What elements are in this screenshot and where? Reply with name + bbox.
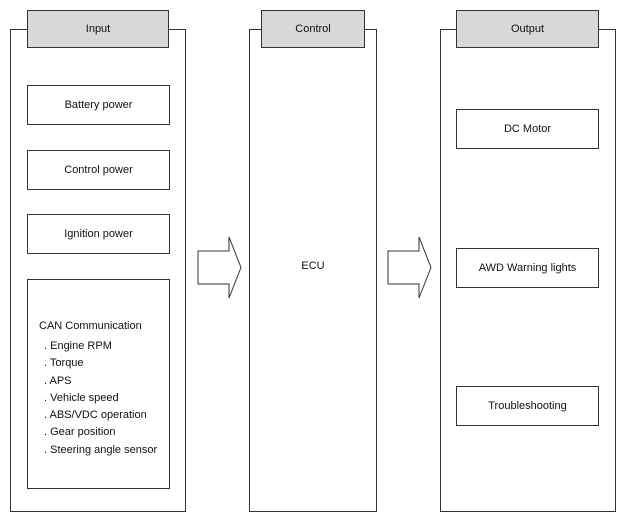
output-header: Output: [456, 10, 599, 48]
can-signal-item: . Torque: [44, 357, 84, 370]
awd-warning-lights-label: AWD Warning lights: [478, 262, 577, 274]
ignition-power-box: Ignition power: [27, 214, 170, 254]
ecu-label: ECU: [301, 260, 325, 272]
dc-motor-box: DC Motor: [456, 109, 599, 149]
input-to-control-arrow-icon: [197, 236, 242, 299]
control-power-box: Control power: [27, 150, 170, 190]
battery-power-box: Battery power: [27, 85, 170, 125]
can-signal-item: . APS: [44, 374, 72, 387]
can-signal-item: . Gear position: [44, 426, 116, 439]
control-to-output-arrow-icon: [387, 236, 432, 299]
can-signal-item: . Steering angle sensor: [44, 443, 158, 456]
output-header-label: Output: [510, 23, 545, 35]
can-communication-box: CAN Communication . Engine RPM . Torque …: [27, 279, 170, 489]
battery-power-label: Battery power: [64, 99, 133, 111]
control-column: [249, 29, 377, 512]
can-signal-item: . ABS/VDC operation: [44, 409, 147, 422]
control-power-label: Control power: [64, 164, 133, 176]
control-header: Control: [261, 10, 365, 48]
can-communication-title: CAN Communication: [39, 320, 142, 332]
troubleshooting-box: Troubleshooting: [456, 386, 599, 426]
input-header: Input: [27, 10, 169, 48]
input-header-label: Input: [85, 23, 111, 35]
can-signal-item: . Engine RPM: [44, 340, 112, 352]
dc-motor-label: DC Motor: [503, 123, 552, 135]
troubleshooting-label: Troubleshooting: [488, 400, 567, 412]
awd-warning-lights-box: AWD Warning lights: [456, 248, 599, 288]
control-header-label: Control: [295, 23, 331, 35]
can-signal-list: . Engine RPM . Torque . APS . Vehicle sp…: [44, 338, 157, 459]
can-signal-item: . Vehicle speed: [44, 391, 119, 404]
ignition-power-label: Ignition power: [64, 228, 133, 240]
